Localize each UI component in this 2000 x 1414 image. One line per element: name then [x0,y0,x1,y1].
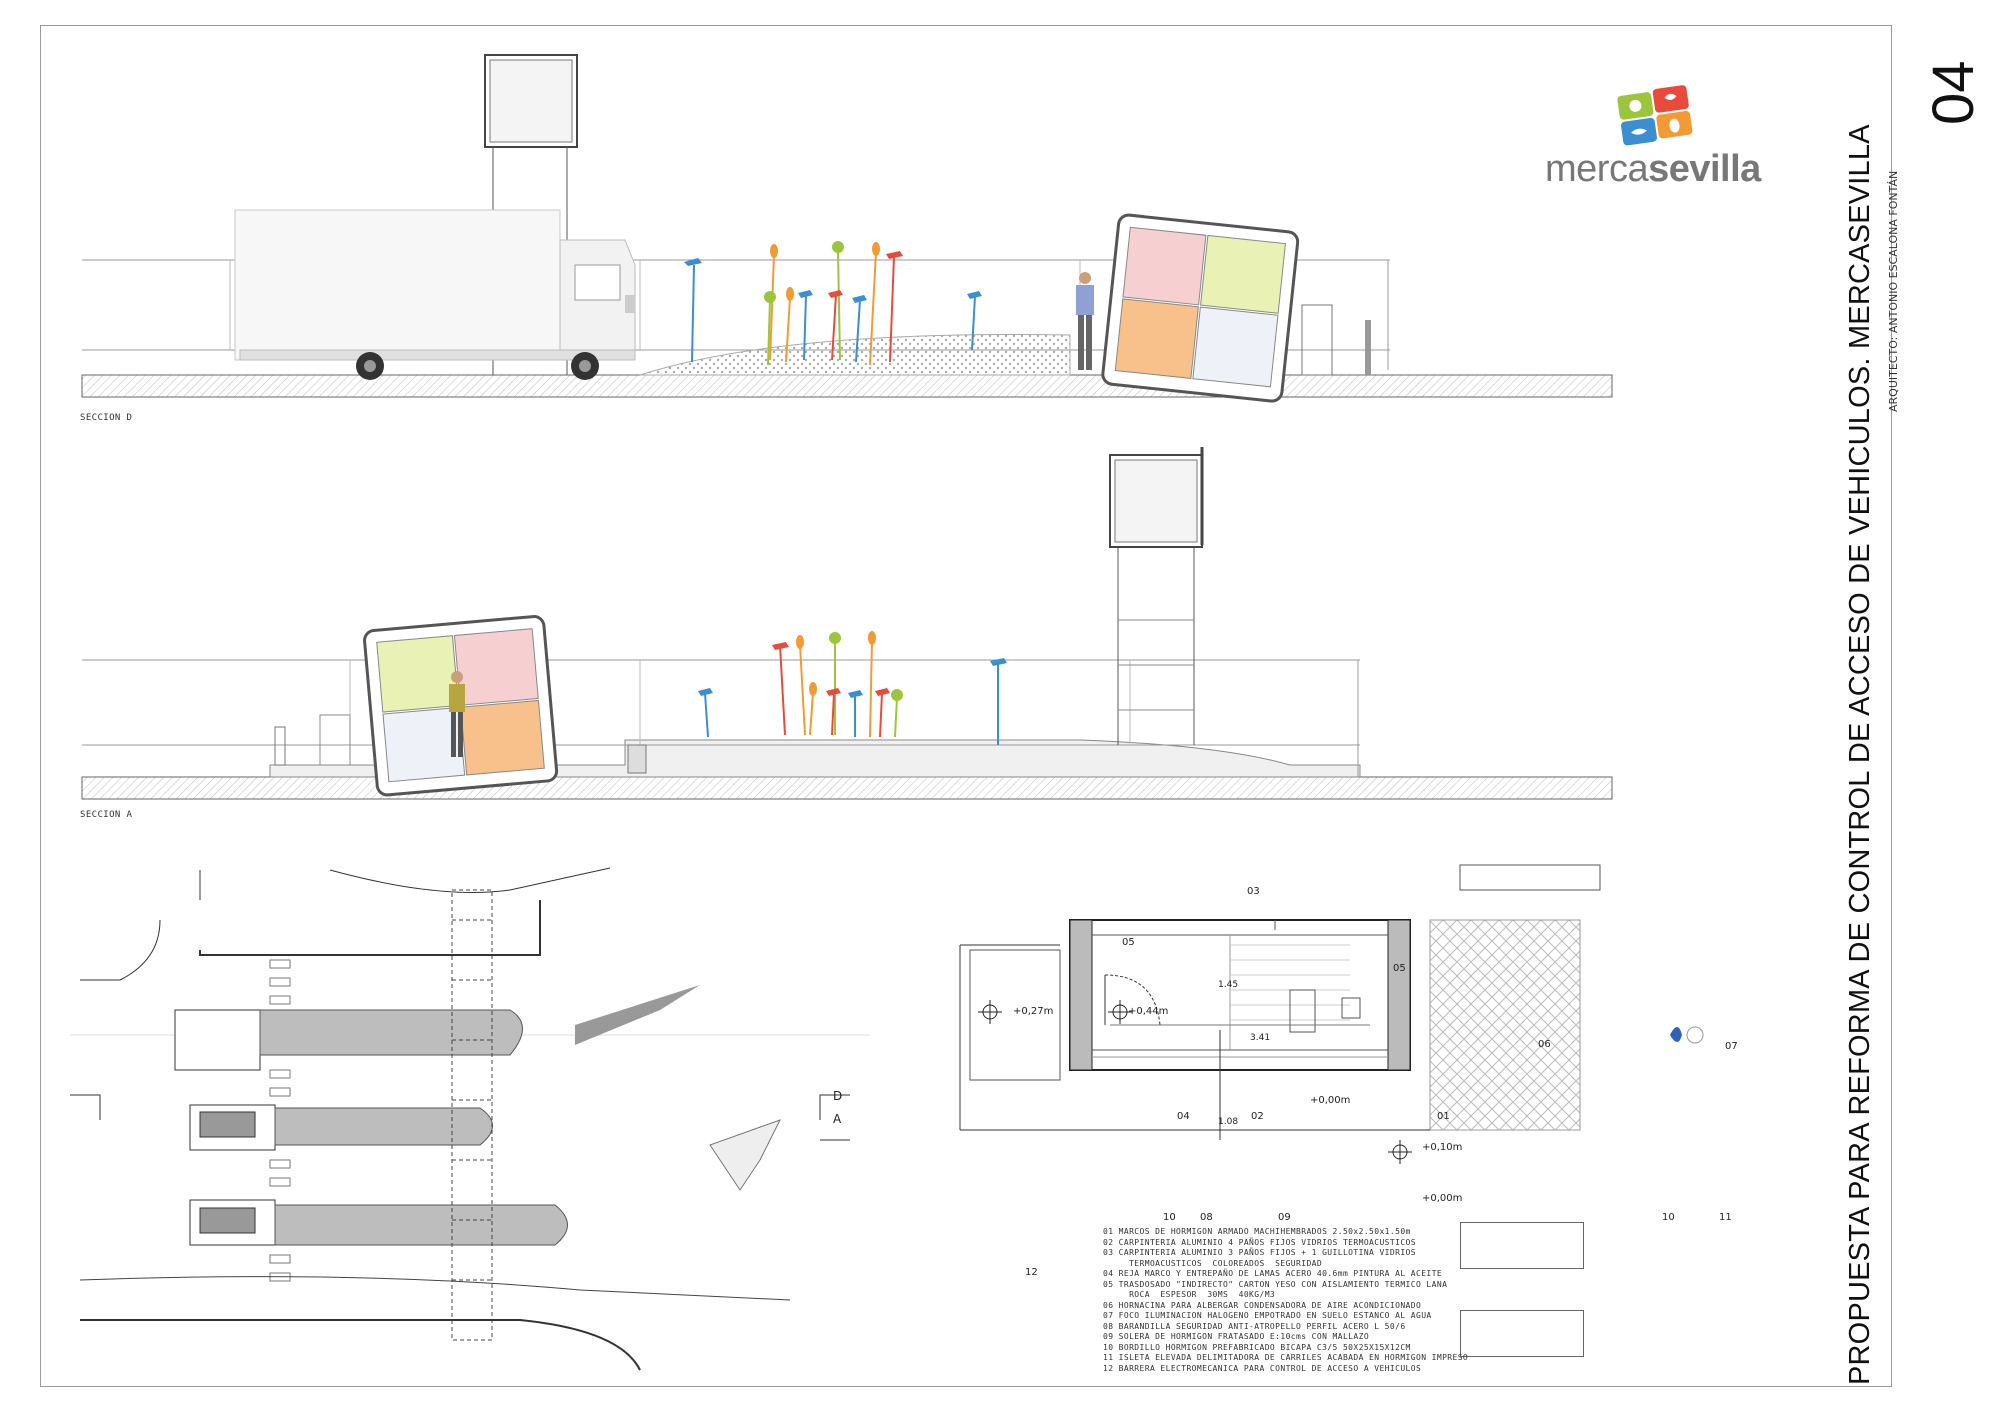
callout-label: 12 [1025,1267,1038,1278]
callout-label: 06 [1538,1039,1551,1050]
mercasevilla-logo-icon [1617,85,1693,146]
callout-label: 08 [1200,1212,1213,1223]
callout-label: 01 [1437,1111,1450,1122]
legend-line: 06 HORNACINA PARA ALBERGAR CONDENSADORA … [1103,1300,1422,1310]
materials-legend: 01 MARCOS DE HORMIGON ARMADO MACHIHEMBRA… [1103,1227,1469,1374]
legend-line: 02 CARPINTERIA ALUMINIO 4 PAÑOS FIJOS VI… [1103,1237,1416,1247]
level-label: +0,00m [1310,1095,1351,1106]
legend-line: 08 BARANDILLA SEGURIDAD ANTI-ATROPELLO P… [1103,1321,1406,1331]
level-label: +0,00m [1422,1193,1463,1204]
legend-line: 03 CARPINTERIA ALUMINIO 3 PAÑOS FIJOS + … [1103,1248,1416,1257]
level-label: +0,44m [1128,1006,1169,1017]
drawing-sheet-border [40,25,1892,1387]
dimension-label: 3.41 [1250,1033,1271,1043]
plan-mark-d: D [833,1089,843,1103]
dimension-label: 1.45 [1218,980,1239,990]
callout-label: 03 [1247,886,1260,897]
section-d-drawing [81,54,1613,403]
legend-line: 01 MARCOS DE HORMIGON ARMADO MACHIHEMBRA… [1103,1227,1411,1236]
sheet-number: 04 [1921,60,1986,125]
callout-label: 10 [1163,1212,1176,1223]
callout-label: 02 [1251,1111,1264,1122]
legend-line: 12 BARRERA ELECTROMECANICA PARA CONTROL … [1103,1363,1422,1373]
callout-label: 10 [1662,1212,1675,1223]
callout-label: 04 [1177,1111,1190,1122]
level-label: +0,10m [1422,1142,1463,1153]
legend-line: 07 FOCO ILUMINACION HALOGENO EMPOTRADO E… [1103,1311,1432,1320]
legend-box [1460,1310,1584,1357]
callout-label: 05 [1122,937,1135,948]
section-d-label: SECCION D [80,413,133,423]
legend-line: TERMOACUSTICOS COLOREADOS SEGURIDAD [1103,1258,1323,1268]
legend-line: 05 TRASDOSADO "INDIRECTO" CARTON YESO CO… [1103,1279,1448,1289]
callout-label: 07 [1725,1041,1738,1052]
callout-label: 09 [1278,1212,1291,1223]
level-label: +0,27m [1013,1006,1054,1017]
plan-mark-a: A [833,1112,842,1126]
callout-label: 11 [1719,1212,1732,1223]
site-plan-drawing [70,867,870,1371]
legend-line: 04 REJA MARCO Y ENTREPAÑO DE LAMAS ACERO… [1103,1269,1443,1278]
section-a-label: SECCION A [80,810,133,820]
section-a-drawing [81,447,1613,800]
dimension-label: 1.08 [1218,1117,1239,1127]
legend-line: 09 SOLERA DE HORMIGON FRATASADO E:10cms … [1103,1332,1370,1341]
legend-box [1460,1222,1584,1269]
callout-label: 05 [1393,963,1406,974]
logo-wordmark: mercasevilla [1545,148,1761,190]
legend-line: 10 BORDILLO HORMIGON PREFABRICADO BICAPA… [1103,1342,1411,1352]
legend-line: 11 ISLETA ELEVADA DELIMITADORA DE CARRIL… [1103,1353,1469,1362]
kiosk-detail-plan [959,864,1704,1164]
legend-line: ROCA ESPESOR 30MS 40KG/M3 [1103,1290,1276,1299]
